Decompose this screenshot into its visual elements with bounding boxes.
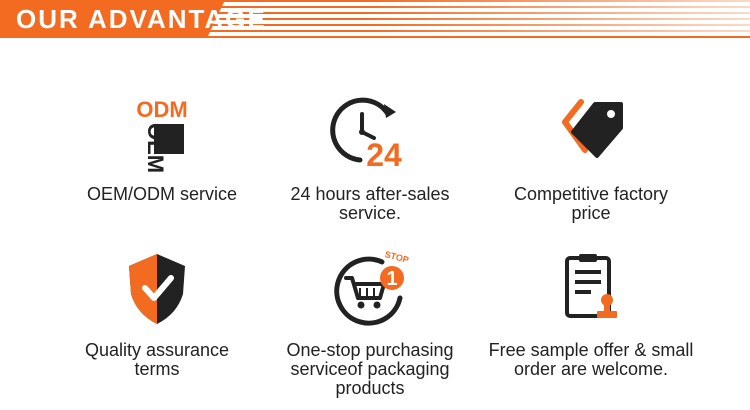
feature-label: Competitive factory price: [486, 185, 696, 223]
feature-label-line: serviceof packaging: [290, 359, 450, 379]
feature-label-line: service.: [338, 203, 401, 223]
feature-label-line: price: [571, 203, 611, 223]
feature-competitive-price: Competitive factory price: [486, 92, 696, 223]
feature-label-line: 24 hours after-sales: [290, 184, 450, 204]
feature-label-line: OEM/ODM service: [86, 184, 237, 204]
one-stop-icon-number: 1: [386, 268, 397, 290]
feature-label-line: Competitive factory: [513, 184, 669, 204]
feature-oem-odm: ODM OEM OEM/ODM service: [57, 92, 267, 204]
feature-free-sample: Free sample offer & small order are welc…: [486, 248, 696, 379]
feature-label: Free sample offer & small order are welc…: [486, 341, 696, 379]
clipboard-stamp-icon: [565, 254, 617, 318]
feature-label: Quality assurance terms: [52, 341, 262, 379]
header-underline: [0, 36, 750, 38]
oem-odm-icon-top-text: ODM: [136, 97, 187, 122]
feature-label-line: terms: [134, 359, 180, 379]
title-block: [0, 0, 225, 38]
oem-odm-icon-square: [154, 124, 184, 154]
feature-label-line: Quality assurance: [84, 340, 230, 360]
feature-label: OEM/ODM service: [57, 185, 267, 204]
header-stripes: [200, 0, 750, 38]
shield-check-icon: [129, 254, 185, 324]
feature-label-line: Free sample offer & small: [488, 340, 694, 360]
price-tag-icon: [562, 99, 623, 158]
feature-label-line: order are welcome.: [513, 359, 669, 379]
feature-quality-assurance: Quality assurance terms: [52, 248, 262, 379]
feature-label-line: products: [335, 378, 405, 398]
feature-one-stop: 1 STOP One-stop purchasing serviceof pac…: [265, 248, 475, 398]
one-stop-cart-icon: 1 STOP: [334, 249, 410, 326]
one-stop-icon-stop-text: STOP: [384, 249, 410, 265]
feature-label: 24 hours after-sales service.: [265, 185, 475, 223]
feature-label: One-stop purchasing serviceof packaging …: [265, 341, 475, 398]
page-title: OUR ADVANTAGE: [16, 4, 267, 34]
clock-24-icon: 24: [330, 97, 402, 173]
oem-odm-icon: ODM OEM: [136, 97, 187, 173]
feature-label-line: One-stop purchasing: [286, 340, 454, 360]
clock-24-icon-text: 24: [366, 137, 402, 172]
feature-after-sales: 24 24 hours after-sales service.: [265, 92, 475, 223]
header-banner: OUR ADVANTAGE: [0, 0, 750, 38]
